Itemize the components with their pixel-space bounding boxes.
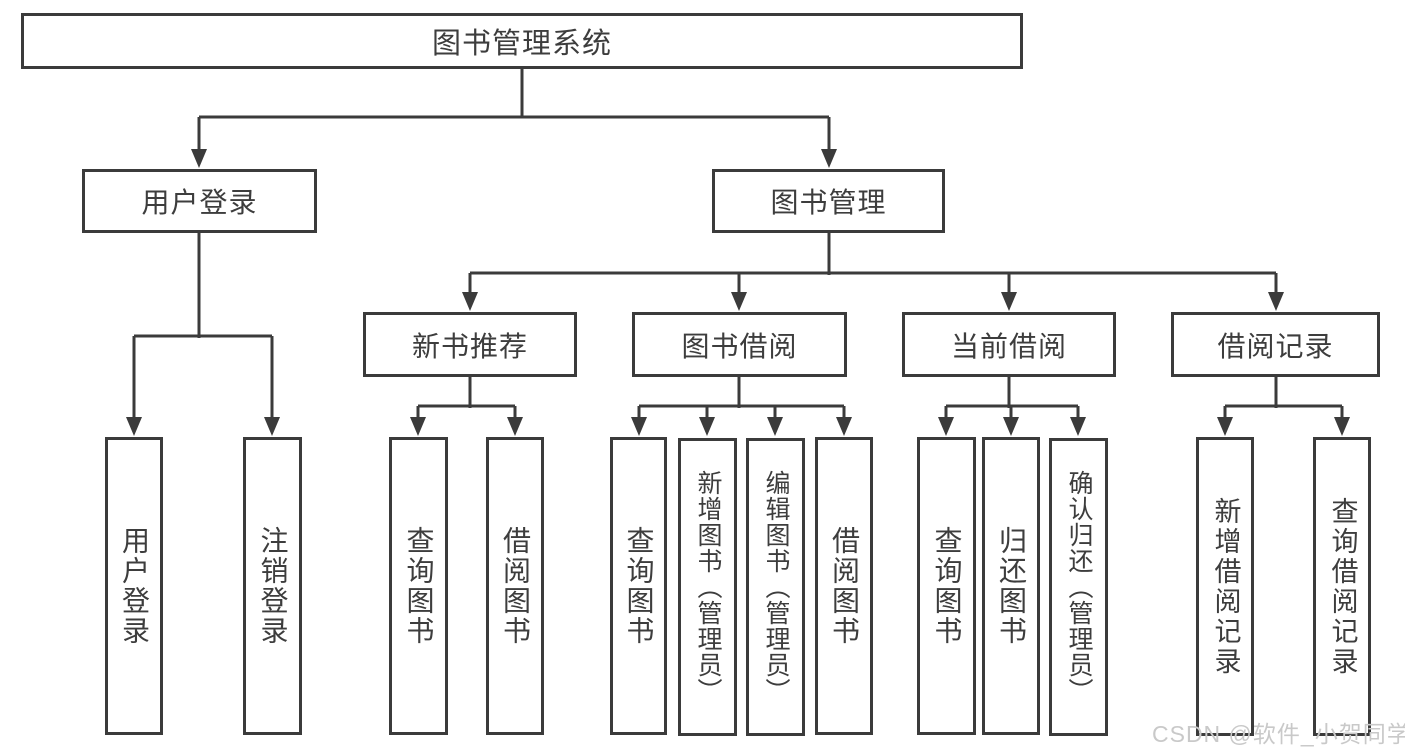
leaf-edit-book-admin: 编辑图书（管理员） bbox=[746, 438, 805, 736]
leaf-label: 查询借阅记录 bbox=[1327, 496, 1358, 677]
leaf-add-borrow-record: 新增借阅记录 bbox=[1196, 437, 1254, 736]
arrowheads-level2 bbox=[191, 149, 837, 168]
leaf-label: 新增图书（管理员） bbox=[694, 470, 722, 704]
node-current-borrow: 当前借阅 bbox=[902, 312, 1116, 377]
node-book-borrow: 图书借阅 bbox=[632, 312, 847, 377]
leaf-label: 新增借阅记录 bbox=[1210, 496, 1241, 677]
leaf-query-book-recommend: 查询图书 bbox=[389, 437, 448, 735]
leaf-add-book-admin: 新增图书（管理员） bbox=[678, 438, 737, 736]
connector-current-borrow-children bbox=[944, 377, 1080, 420]
leaf-label: 查询图书 bbox=[403, 526, 435, 646]
arrowheads-new-book-children bbox=[410, 417, 523, 436]
leaf-label: 查询图书 bbox=[623, 526, 655, 646]
arrowheads-user-login-children bbox=[126, 417, 280, 436]
arrowheads-borrow-record-children bbox=[1217, 417, 1350, 436]
leaf-label: 注销登录 bbox=[257, 526, 289, 646]
leaf-confirm-return-admin: 确认归还（管理员） bbox=[1049, 438, 1108, 736]
leaf-user-login: 用户登录 bbox=[105, 437, 163, 735]
connector-book-borrow-children bbox=[637, 377, 846, 420]
connector-root-to-level2 bbox=[197, 68, 831, 152]
leaf-query-book-borrow: 查询图书 bbox=[610, 437, 667, 735]
leaf-query-borrow-record: 查询借阅记录 bbox=[1313, 437, 1371, 736]
connector-book-mgmt-to-level3 bbox=[468, 233, 1278, 294]
arrowheads-book-borrow-children bbox=[631, 417, 852, 436]
leaf-label: 确认归还（管理员） bbox=[1065, 470, 1093, 704]
connector-user-login-children bbox=[132, 233, 274, 420]
leaf-label: 借阅图书 bbox=[829, 526, 860, 646]
node-borrow-record: 借阅记录 bbox=[1171, 312, 1380, 377]
leaf-label: 用户登录 bbox=[119, 526, 150, 646]
arrowheads-level3 bbox=[462, 292, 1284, 311]
connector-new-book-children bbox=[416, 377, 517, 420]
node-new-book-recommend: 新书推荐 bbox=[363, 312, 577, 377]
leaf-query-book-current: 查询图书 bbox=[917, 437, 976, 735]
leaf-label: 借阅图书 bbox=[500, 526, 531, 646]
csdn-watermark: CSDN @软件_小贺同学 bbox=[1152, 721, 1405, 747]
arrowheads-current-borrow-children bbox=[938, 417, 1086, 436]
node-book-management: 图书管理 bbox=[712, 169, 945, 233]
leaf-logout-login: 注销登录 bbox=[243, 437, 302, 735]
leaf-label: 归还图书 bbox=[996, 526, 1027, 646]
leaf-return-book: 归还图书 bbox=[982, 437, 1040, 735]
leaf-label: 编辑图书（管理员） bbox=[762, 470, 790, 704]
connector-borrow-record-children bbox=[1223, 377, 1344, 420]
leaf-label: 查询图书 bbox=[931, 526, 963, 646]
leaf-borrow-book: 借阅图书 bbox=[815, 437, 873, 735]
node-library-system: 图书管理系统 bbox=[21, 13, 1023, 69]
node-user-login: 用户登录 bbox=[82, 169, 317, 233]
leaf-borrow-book-recommend: 借阅图书 bbox=[486, 437, 544, 735]
